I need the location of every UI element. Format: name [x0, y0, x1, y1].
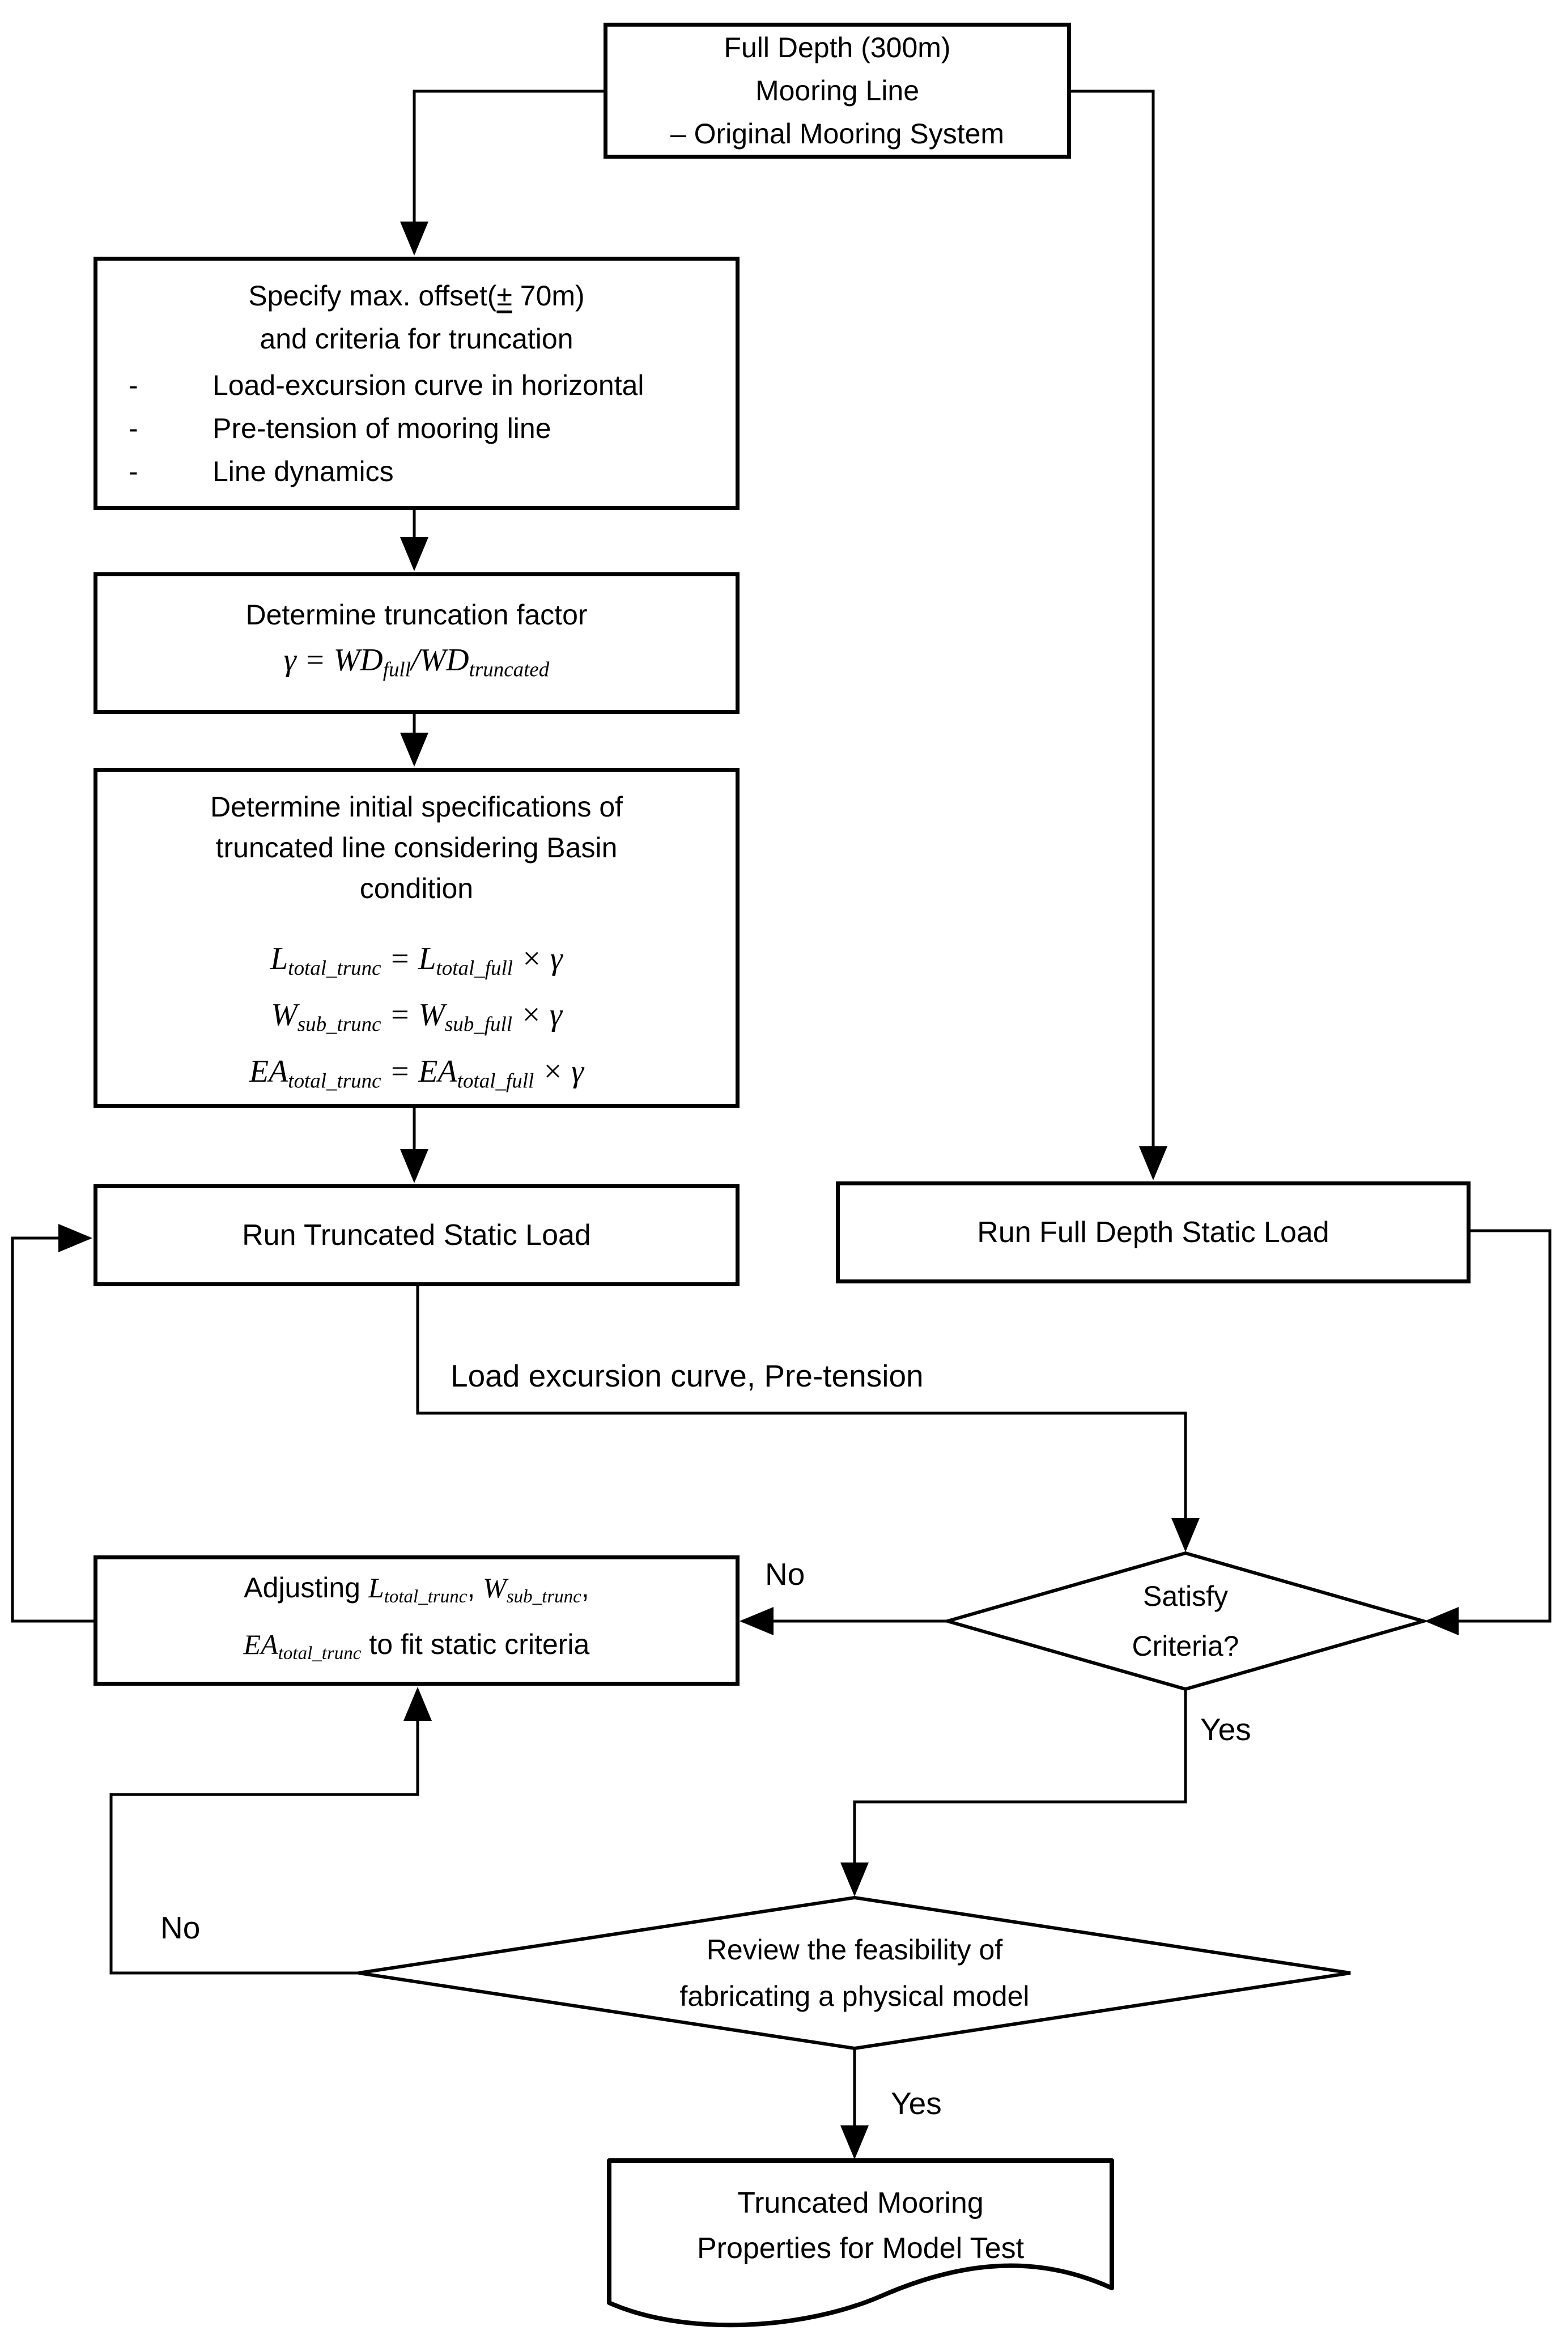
- specs-equation-2: Wsub_trunc = Wsub_full × γ: [271, 997, 562, 1036]
- connector-review-no-to-adjusting: [109, 1687, 432, 1975]
- bullet-dash: -: [129, 413, 138, 444]
- run-full-depth-box: Run Full Depth Static Load: [836, 1181, 1471, 1283]
- full-depth-box: Full Depth (300m) Mooring Line – Origina…: [604, 23, 1071, 159]
- edge-label-no-review: No: [160, 1910, 201, 1945]
- specs-title-line: Determine initial specifications of: [210, 791, 623, 823]
- specs-title-line: truncated line considering Basin: [215, 832, 618, 864]
- connector-fulldepth-to-specify: [400, 90, 604, 256]
- connector-satisfy-yes-to-review: [840, 1689, 1187, 1896]
- list-item: - Load-excursion curve in horizontal: [97, 364, 736, 407]
- adjusting-line1: Adjusting Ltotal_trunc, Wsub_trunc,: [244, 1571, 589, 1607]
- model-test-document-text: Truncated Mooring Properties for Model T…: [696, 2187, 1025, 2265]
- initial-specs-box: Determine initial specifications of trun…: [94, 768, 740, 1108]
- full-depth-line: – Original Mooring System: [670, 118, 1005, 150]
- satisfy-criteria-text: Satisfy Criteria?: [1132, 1580, 1239, 1662]
- specify-title-line1: Specify max. offset(± 70m): [248, 280, 585, 312]
- run-full-depth-label: Run Full Depth Static Load: [977, 1216, 1329, 1249]
- specify-offset-box: Specify max. offset(± 70m) and criteria …: [94, 257, 740, 510]
- run-truncated-box: Run Truncated Static Load: [94, 1184, 740, 1286]
- specify-title-line2: and criteria for truncation: [260, 323, 573, 355]
- review-feasibility-text: Review the feasibility of fabricating a …: [679, 1934, 1030, 2012]
- truncation-factor-box: Determine truncation factor γ = WDfull/W…: [94, 572, 740, 714]
- adjusting-box: Adjusting Ltotal_trunc, Wsub_trunc, EAto…: [94, 1555, 740, 1686]
- bullet-dash: -: [129, 456, 138, 487]
- review-feasibility-diamond: [358, 1895, 1351, 2051]
- connector-runfull-to-satisfy: [1425, 1229, 1552, 1635]
- adjusting-line2: EAtotal_trunc to fit static criteria: [243, 1628, 590, 1664]
- list-item: - Pre-tension of mooring line: [97, 407, 736, 450]
- factor-title: Determine truncation factor: [245, 599, 588, 631]
- full-depth-line: Full Depth (300m): [724, 32, 951, 63]
- edge-label-no-satisfy: No: [765, 1557, 805, 1592]
- factor-formula: γ = WDfull/WDtruncated: [283, 643, 550, 681]
- connector-adjusting-loop-to-runtruncated: [11, 1224, 94, 1623]
- specs-title-line: condition: [359, 873, 474, 904]
- edge-label-yes-review: Yes: [891, 2086, 942, 2121]
- bullet-text: Load-excursion curve in horizontal: [213, 369, 644, 401]
- specs-equation-3: EAtotal_trunc = EAtotal_full × γ: [249, 1053, 584, 1092]
- model-test-document-shape: [607, 2158, 1114, 2328]
- run-truncated-label: Run Truncated Static Load: [242, 1219, 591, 1252]
- edge-label-load-excursion: Load excursion curve, Pre-tension: [451, 1358, 924, 1393]
- specify-bullet-list: - Load-excursion curve in horizontal - P…: [97, 364, 736, 493]
- full-depth-line: Mooring Line: [755, 75, 920, 107]
- edge-label-yes-satisfy: Yes: [1200, 1712, 1251, 1747]
- list-item: - Line dynamics: [97, 450, 736, 493]
- bullet-text: Line dynamics: [213, 456, 394, 487]
- specs-equation-1: Ltotal_trunc = Ltotal_full × γ: [270, 941, 563, 980]
- bullet-dash: -: [129, 369, 138, 401]
- satisfy-criteria-diamond: [941, 1551, 1430, 1691]
- plus-minus-symbol: ±: [496, 280, 512, 312]
- connector-fulldepth-to-runfull: [1071, 90, 1167, 1180]
- connector-runtruncated-to-satisfy: [416, 1286, 1200, 1552]
- bullet-text: Pre-tension of mooring line: [213, 413, 551, 444]
